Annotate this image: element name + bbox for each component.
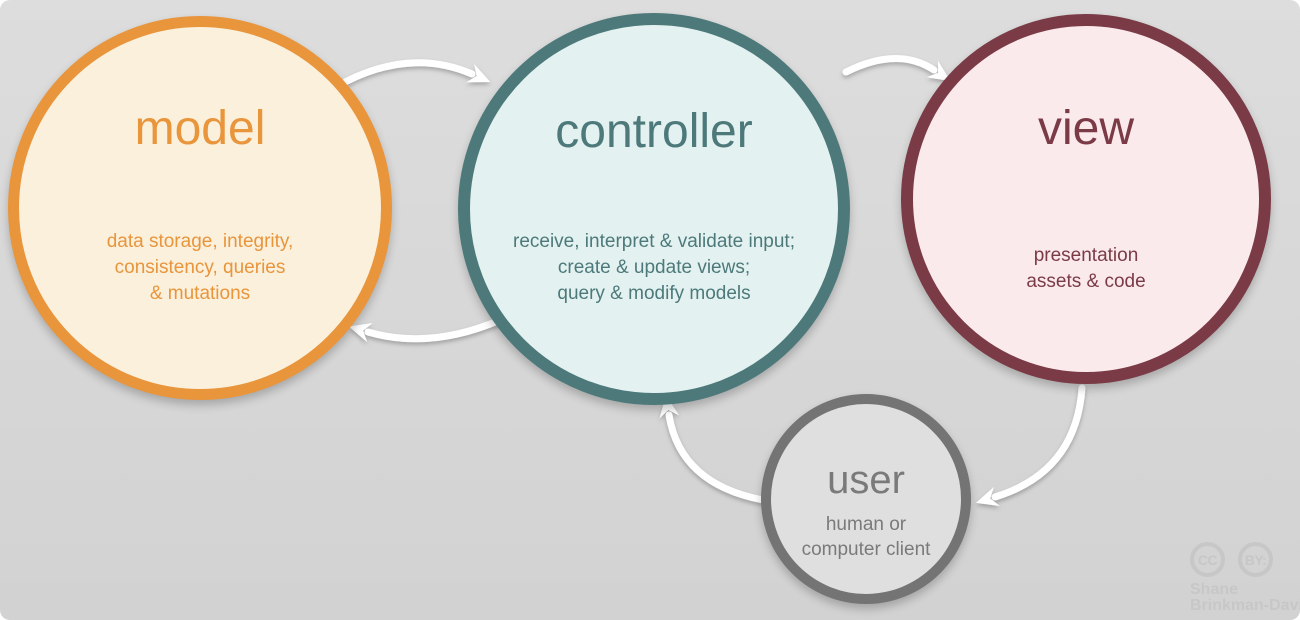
view-description-line: presentation	[1033, 245, 1139, 266]
controller-description-line: receive, interpret & validate input;	[513, 231, 795, 252]
cc-icon: CC	[1190, 542, 1225, 577]
arrow-model-to-controller	[341, 59, 491, 86]
arrow-view-to-user	[975, 384, 1086, 506]
arrow-controller-to-model	[348, 316, 504, 343]
controller-node: controller receive, interpret & validate…	[458, 13, 850, 405]
model-description-line: data storage, integrity,	[106, 231, 294, 252]
author-name: Shane Brinkman-Davis	[1190, 582, 1300, 614]
author-name-line: Shane	[1190, 581, 1239, 598]
view-title: view	[1037, 102, 1135, 155]
model-title: model	[134, 102, 266, 155]
user-description: human or computer client	[771, 512, 961, 562]
model-description-line: consistency, queries	[114, 257, 286, 278]
user-title: user	[827, 458, 905, 502]
controller-description-line: create & update views;	[557, 257, 751, 278]
model-node: model data storage, integrity, consisten…	[8, 16, 392, 400]
view-description: presentation assets & code	[913, 243, 1259, 295]
license-attribution: CC BY: Shane Brinkman-Davis	[1190, 542, 1300, 614]
author-name-line: Brinkman-Davis	[1190, 597, 1300, 614]
model-description-line: & mutations	[149, 283, 251, 304]
model-description: data storage, integrity, consistency, qu…	[19, 229, 381, 307]
controller-description-line: query & modify models	[557, 283, 751, 304]
controller-description: receive, interpret & validate input; cre…	[470, 229, 838, 307]
arrow-user-to-controller	[659, 395, 767, 504]
controller-title: controller	[555, 105, 753, 158]
license-icons: CC BY:	[1190, 542, 1300, 577]
view-node: view presentation assets & code	[901, 14, 1271, 384]
user-description-line: human or	[825, 514, 907, 535]
cc-by-icon: BY:	[1238, 542, 1273, 577]
user-description-line: computer client	[801, 539, 931, 560]
view-description-line: assets & code	[1026, 271, 1146, 292]
user-node: user human or computer client	[761, 394, 971, 604]
arrow-controller-to-view	[842, 55, 951, 82]
